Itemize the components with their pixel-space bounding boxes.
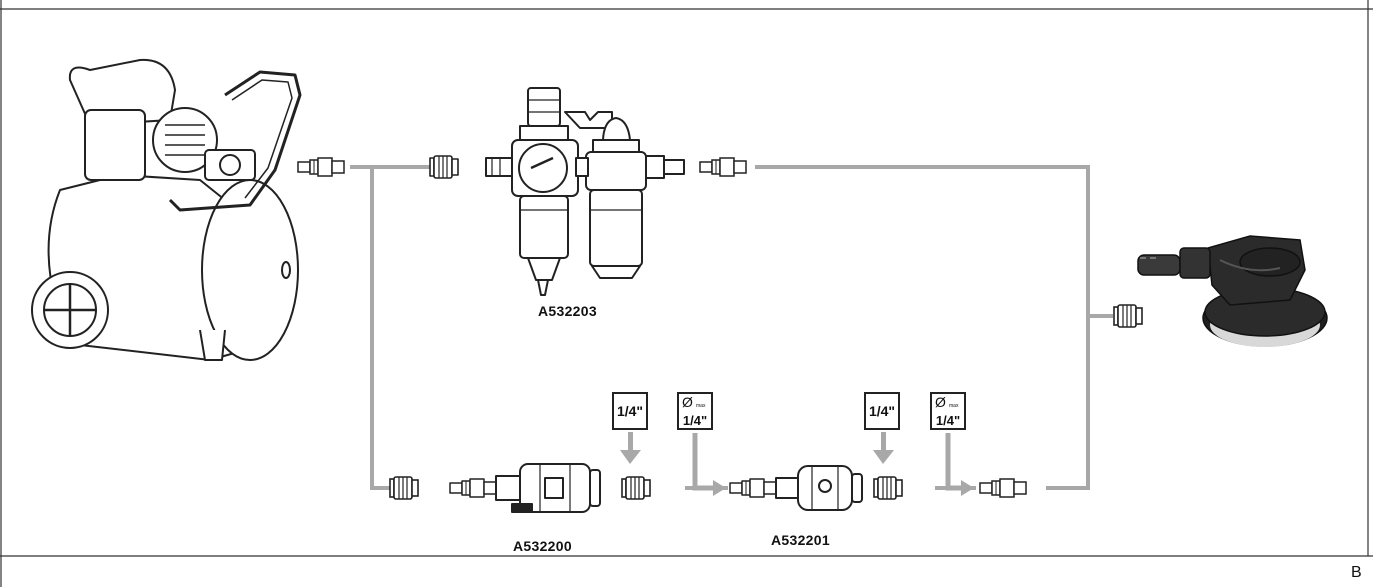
badge-arrows: [620, 432, 974, 496]
hose-diameter-text: 1/4": [682, 413, 708, 428]
part-label-regulator: A532201: [771, 532, 830, 548]
quick-coupler-icon: [389, 476, 419, 500]
diameter-symbol: Ø: [682, 394, 693, 410]
connector-plug-icon: [979, 478, 1027, 498]
diameter-max-text: max: [696, 403, 706, 409]
connector-plug-icon: [297, 157, 345, 177]
compressor-icon: [31, 58, 302, 361]
quick-coupler-icon: [1113, 304, 1143, 328]
regulator-icon: [729, 465, 863, 511]
part-label-frl-unit: A532203: [538, 303, 597, 319]
quick-coupler-icon: [621, 476, 651, 500]
orbital-sander-icon: [1137, 235, 1328, 347]
figure-letter: B: [1351, 564, 1362, 581]
inline-filter-icon: [449, 463, 601, 513]
hose-diameter-text: 1/4": [935, 413, 961, 428]
part-label-inline-filter: A532200: [513, 538, 572, 554]
thread-size-text: 1/4": [616, 403, 644, 419]
connector-plug-icon: [699, 157, 747, 177]
thread-size-badge: 1/4": [864, 392, 900, 430]
diameter-symbol: Ø: [935, 394, 946, 410]
quick-coupler-icon: [873, 476, 903, 500]
hose-diameter-badge: Ø max 1/4": [930, 392, 966, 430]
frl-unit-icon: [429, 87, 685, 296]
thread-size-text: 1/4": [868, 403, 896, 419]
air-lines: [350, 165, 1113, 490]
thread-size-badge: 1/4": [612, 392, 648, 430]
diameter-max-text: max: [949, 403, 959, 409]
hose-diameter-badge: Ø max 1/4": [677, 392, 713, 430]
